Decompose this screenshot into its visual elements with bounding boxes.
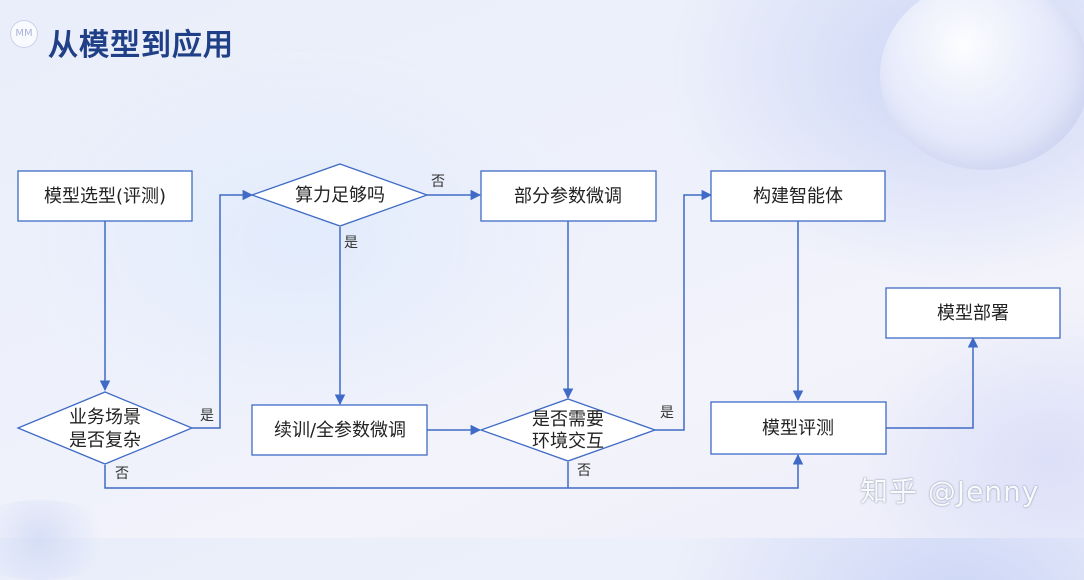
decision-env: 是否需要 环境交互 xyxy=(479,398,657,462)
decorative-bubble xyxy=(880,0,1084,170)
decision-compute: 算力足够吗 xyxy=(250,163,429,227)
node-label: 构建智能体 xyxy=(753,186,843,207)
node-deploy: 模型部署 xyxy=(885,287,1061,339)
edge-business-yes-compute xyxy=(192,189,254,429)
edge-eval-to-deploy xyxy=(886,336,979,429)
edge-label-business-yes: 是 xyxy=(200,408,214,424)
edge-label-business-no: 否 xyxy=(115,466,129,482)
node-model-select: 模型选型(评测) xyxy=(17,170,193,222)
edge-label-env-no: 否 xyxy=(577,463,591,479)
decision-label-line1: 业务场景 xyxy=(69,407,141,428)
decision-label-line1: 是否需要 xyxy=(532,409,604,430)
decision-label-line2: 环境交互 xyxy=(532,431,604,452)
node-label: 模型评测 xyxy=(762,418,834,439)
node-partial-finetune: 部分参数微调 xyxy=(480,170,657,222)
decision-label: 算力足够吗 xyxy=(295,185,385,206)
node-build-agent: 构建智能体 xyxy=(710,170,886,222)
decision-label-line2: 是否复杂 xyxy=(69,430,141,451)
node-full-finetune: 续训/全参数微调 xyxy=(251,404,428,456)
decision-business: 业务场景 是否复杂 xyxy=(16,391,194,465)
node-label: 续训/全参数微调 xyxy=(274,420,406,441)
edge-label-compute-no: 否 xyxy=(431,174,445,190)
node-evaluation: 模型评测 xyxy=(710,401,887,455)
flowchart: 模型选型(评测) 部分参数微调 构建智能体 模型部署 续训/全参数微调 模型评测… xyxy=(16,163,1061,489)
node-label: 部分参数微调 xyxy=(514,186,622,207)
edge-env-yes-agent xyxy=(655,189,713,431)
edge-label-compute-yes: 是 xyxy=(344,235,358,251)
edge-business-no-eval xyxy=(104,453,804,489)
watermark: 知乎 @Jenny xyxy=(860,475,1040,508)
logo-icon: MM xyxy=(10,20,38,48)
page-title: 从模型到应用 xyxy=(48,28,234,63)
node-label: 模型选型(评测) xyxy=(44,186,166,207)
edge-label-env-yes: 是 xyxy=(660,405,674,421)
node-label: 模型部署 xyxy=(937,303,1009,324)
